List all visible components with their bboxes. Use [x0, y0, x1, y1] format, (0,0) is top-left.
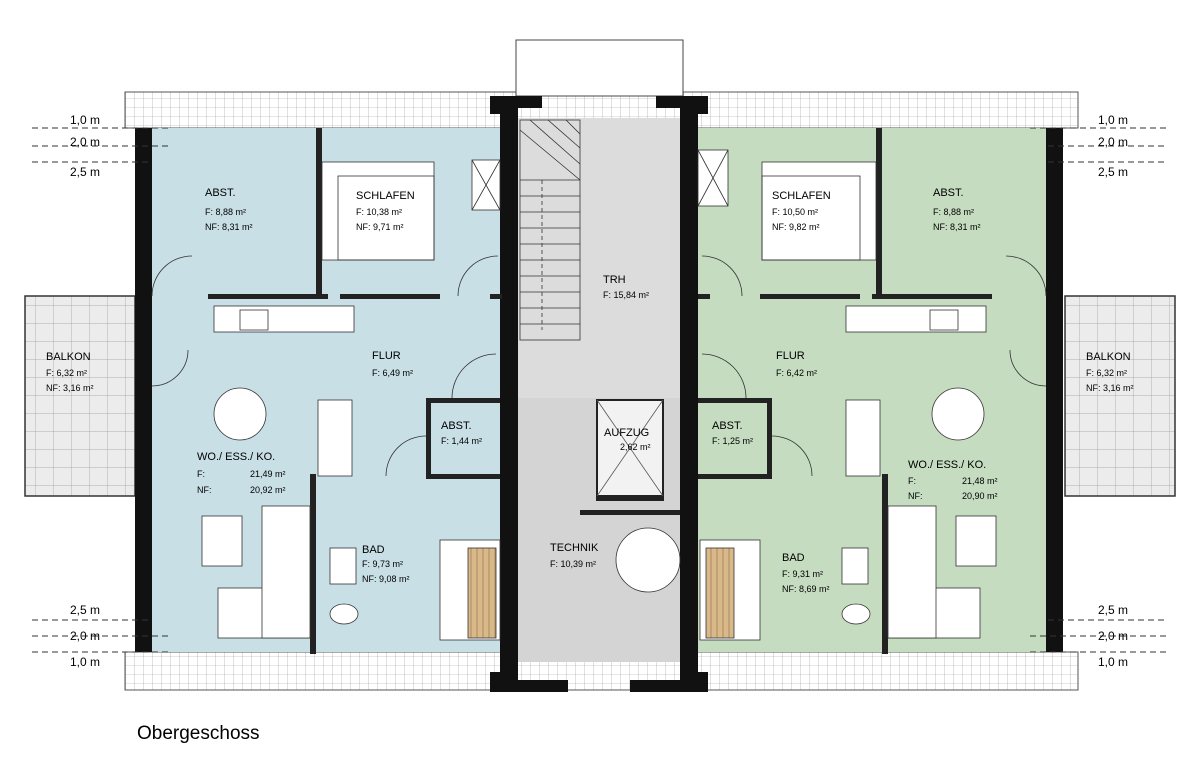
room-f-right-balkon: F: 6,32 m²	[1086, 368, 1127, 378]
room-name-left-bad: BAD	[362, 544, 385, 556]
room-name-right-bad: BAD	[782, 552, 805, 564]
room-f-aufzug: 2,62 m²	[620, 442, 651, 452]
room-f-left-flur: F: 6,49 m²	[372, 368, 413, 378]
room-name-right-schlafen: SCHLAFEN	[772, 190, 831, 202]
height-label-bottom-3: 2,5 m	[70, 603, 100, 617]
height-lines-left	[32, 127, 170, 653]
room-name-right-flur: FLUR	[776, 350, 805, 362]
room-nf-right-abst: NF: 8,31 m²	[933, 222, 981, 232]
room-f-left-balkon: F: 6,32 m²	[46, 368, 87, 378]
room-f-label-right-wohnen: F:	[908, 476, 916, 486]
kitchen-counters	[213, 305, 987, 333]
room-name-left-abst-small: ABST.	[441, 420, 472, 432]
height-label-bottom-1: 1,0 m	[70, 655, 100, 669]
room-name-right-abst: ABST.	[933, 187, 964, 199]
room-name-left-wohnen: WO./ ESS./ KO.	[197, 451, 275, 463]
room-name-aufzug: AUFZUG	[604, 427, 649, 439]
wardrobes	[317, 149, 881, 477]
core-stair-area	[518, 118, 680, 398]
room-nf-label-right-wohnen: NF:	[908, 491, 923, 501]
height-label-top-1-r: 1,0 m	[1098, 113, 1128, 127]
sofas	[201, 505, 997, 639]
beds	[321, 161, 877, 261]
room-nf-left-bad: NF: 9,08 m²	[362, 574, 410, 584]
room-name-left-balkon: BALKON	[46, 351, 91, 363]
room-f-trh: F: 15,84 m²	[603, 290, 649, 300]
room-f-left-abst-small: F: 1,44 m²	[441, 436, 482, 446]
elevator-cross-2	[596, 399, 664, 497]
room-name-technik: TECHNIK	[550, 542, 599, 554]
balcony-right	[1064, 295, 1176, 497]
room-name-trh: TRH	[603, 274, 626, 286]
room-name-left-schlafen: SCHLAFEN	[356, 190, 415, 202]
room-nf-value-right-wohnen: 20,90 m²	[962, 491, 998, 501]
room-f-value-left-wohnen: 21,49 m²	[250, 469, 286, 479]
room-name-left-abst: ABST.	[205, 187, 236, 199]
room-nf-right-balkon: NF: 3,16 m²	[1086, 383, 1134, 393]
dining-tables	[213, 387, 985, 441]
room-f-left-bad: F: 9,73 m²	[362, 559, 403, 569]
room-name-right-abst-small: ABST.	[712, 420, 743, 432]
room-name-right-balkon: BALKON	[1086, 351, 1131, 363]
height-lines-right	[1030, 127, 1168, 653]
room-nf-right-bad: NF: 8,69 m²	[782, 584, 830, 594]
room-name-left-flur: FLUR	[372, 350, 401, 362]
height-label-top-3: 2,5 m	[70, 165, 100, 179]
room-f-right-abst: F: 8,88 m²	[933, 207, 974, 217]
height-label-top-3-r: 2,5 m	[1098, 165, 1128, 179]
height-label-top-2-r: 2,0 m	[1098, 135, 1128, 149]
height-label-bottom-2: 2,0 m	[70, 629, 100, 643]
height-labels-left: 1,0 m 2,0 m 2,5 m 2,5 m 2,0 m 1,0 m	[70, 113, 100, 669]
room-f-technik: F: 10,39 m²	[550, 559, 596, 569]
height-label-top-2: 2,0 m	[70, 135, 100, 149]
floor-caption: Obergeschoss	[137, 723, 260, 744]
room-nf-label-left-wohnen: NF:	[197, 485, 212, 495]
height-label-bottom-2-r: 2,0 m	[1098, 629, 1128, 643]
room-f-value-right-wohnen: 21,48 m²	[962, 476, 998, 486]
height-labels-right: 1,0 m 2,0 m 2,5 m 2,5 m 2,0 m 1,0 m	[1098, 113, 1128, 669]
staircase	[519, 119, 581, 341]
room-nf-left-abst: NF: 8,31 m²	[205, 222, 253, 232]
outer-walls	[135, 96, 1063, 692]
room-nf-value-left-wohnen: 20,92 m²	[250, 485, 286, 495]
room-f-right-abst-small: F: 1,25 m²	[712, 436, 753, 446]
room-f-right-bad: F: 9,31 m²	[782, 569, 823, 579]
technik-tank	[615, 527, 681, 593]
room-f-right-flur: F: 6,42 m²	[776, 368, 817, 378]
room-f-right-schlafen: F: 10,50 m²	[772, 207, 818, 217]
room-nf-left-schlafen: NF: 9,71 m²	[356, 222, 404, 232]
room-name-right-wohnen: WO./ ESS./ KO.	[908, 459, 986, 471]
height-label-bottom-3-r: 2,5 m	[1098, 603, 1128, 617]
balcony-left	[24, 295, 136, 497]
room-f-label-left-wohnen: F:	[197, 469, 205, 479]
dormer-outline	[515, 39, 684, 97]
interior-walls	[208, 128, 992, 654]
bath-fixtures	[329, 539, 871, 641]
room-f-left-schlafen: F: 10,38 m²	[356, 207, 402, 217]
room-nf-right-schlafen: NF: 9,82 m²	[772, 222, 820, 232]
room-f-left-abst: F: 8,88 m²	[205, 207, 246, 217]
height-label-bottom-1-r: 1,0 m	[1098, 655, 1128, 669]
door-swings	[151, 255, 1047, 477]
height-label-top-1: 1,0 m	[70, 113, 100, 127]
room-nf-left-balkon: NF: 3,16 m²	[46, 383, 94, 393]
